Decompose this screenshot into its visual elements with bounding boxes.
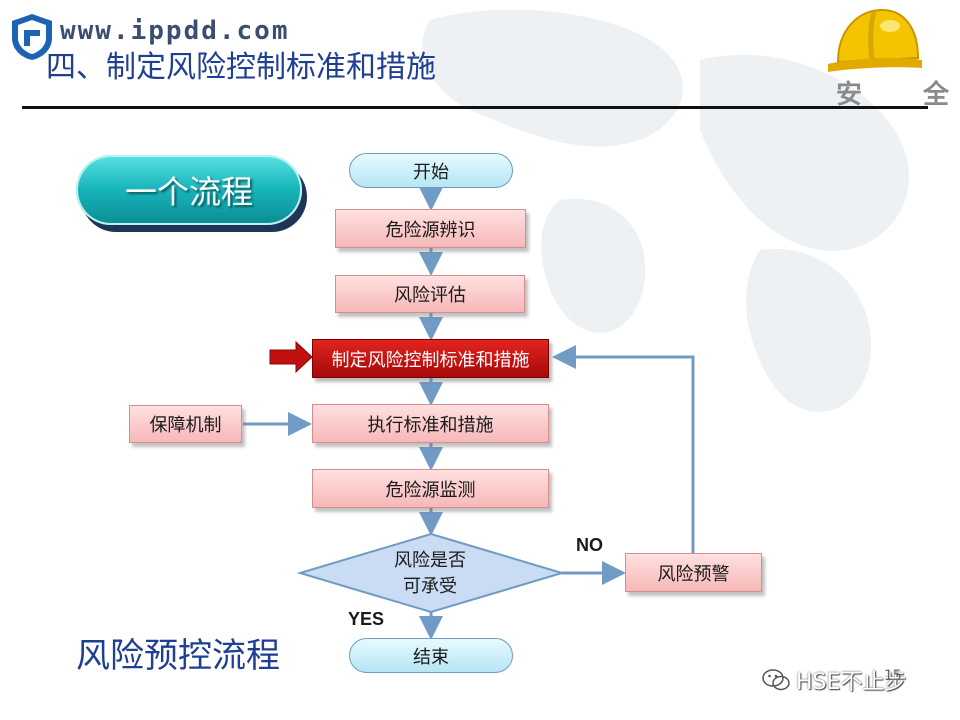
hazard-monitoring-node: 危险源监测 xyxy=(312,469,549,508)
page-title: 四、制定风险控制标准和措施 xyxy=(46,50,436,85)
define-standards-node: 制定风险控制标准和措施 xyxy=(312,339,549,378)
support-mechanism-node: 保障机制 xyxy=(129,405,242,443)
decision-line-2: 可承受 xyxy=(403,576,457,597)
decision-line-1: 风险是否 xyxy=(394,550,466,571)
decision-node: 风险是否 可承受 xyxy=(350,548,510,600)
risk-warning-node: 风险预警 xyxy=(625,553,762,592)
wechat-watermark: HSE不止步 xyxy=(762,664,906,696)
wechat-account: HSE不止步 xyxy=(796,670,907,695)
yes-branch-label: YES xyxy=(348,609,385,629)
execute-standards-node: 执行标准和措施 xyxy=(312,404,549,443)
decision-diamond xyxy=(296,532,566,614)
safety-helmet-icon xyxy=(828,8,922,72)
no-branch-label: NO xyxy=(576,535,603,555)
title-divider xyxy=(22,106,928,109)
process-badge: 一个流程 xyxy=(76,155,302,225)
arrow-warning-loop xyxy=(552,345,695,553)
risk-assessment-node: 风险评估 xyxy=(335,275,525,313)
end-node: 结束 xyxy=(349,638,513,673)
page-number: 15 xyxy=(884,668,902,684)
diagram-caption: 风险预控流程 xyxy=(76,636,280,676)
start-node: 开始 xyxy=(349,153,513,188)
safety-label: 安 全 xyxy=(836,80,949,110)
hazard-identification-node: 危险源辨识 xyxy=(335,209,526,248)
site-watermark: www.ippdd.com xyxy=(60,16,290,46)
wechat-icon xyxy=(762,669,790,691)
shield-logo-icon xyxy=(12,14,52,60)
red-pointer-arrow-icon xyxy=(269,340,313,374)
